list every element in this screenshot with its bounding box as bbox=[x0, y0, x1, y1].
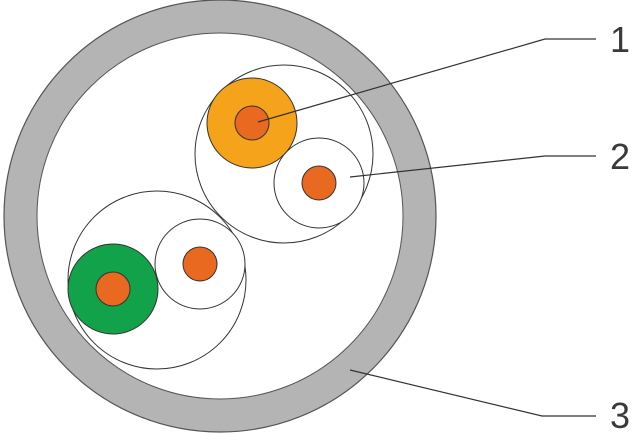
white-conductor-core-upper bbox=[301, 165, 337, 201]
orange-conductor-core bbox=[234, 105, 270, 141]
leader-line-2 bbox=[349, 155, 596, 178]
callout-label-1: 1 bbox=[610, 19, 630, 60]
leader-line-1 bbox=[257, 38, 596, 123]
callout-label-3: 3 bbox=[610, 395, 630, 434]
white-conductor-core-lower bbox=[182, 246, 218, 282]
callout-label-2: 2 bbox=[610, 136, 630, 177]
green-conductor-core bbox=[95, 271, 131, 307]
leader-line-3 bbox=[349, 369, 596, 417]
